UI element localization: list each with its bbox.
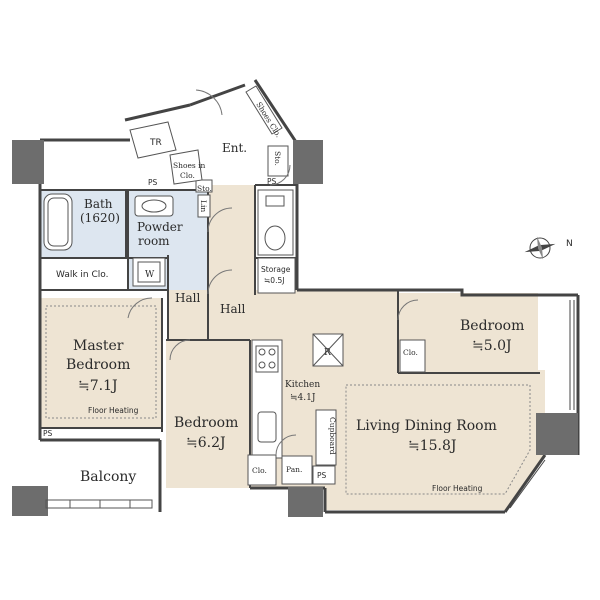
living-dining-label: Living Dining Room bbox=[356, 418, 497, 434]
walk-in-closet-label: Walk in Clo. bbox=[56, 270, 108, 280]
master-bedroom-label-2: Bedroom bbox=[66, 357, 130, 373]
bedroom-center-label: Bedroom bbox=[174, 415, 238, 431]
room-labels: Bath (1620) Powder room Walk in Clo. W E… bbox=[43, 100, 524, 493]
hall-left-label: Hall bbox=[175, 291, 200, 305]
sink bbox=[257, 411, 277, 443]
closet-bedroom-right-label: Clo. bbox=[403, 348, 418, 357]
floor-heating-zones bbox=[45, 305, 531, 495]
sto-box bbox=[267, 145, 289, 177]
kitchen-label: Kitchen bbox=[285, 380, 320, 390]
closet-bedroom-right-box bbox=[399, 339, 426, 373]
storage-box bbox=[257, 257, 296, 294]
washbasin bbox=[134, 195, 174, 217]
ps-label-toilet: PS bbox=[267, 177, 277, 186]
column bbox=[12, 140, 44, 184]
ps-box bbox=[312, 465, 336, 485]
bath-size: (1620) bbox=[80, 211, 120, 225]
shoes-in-closet-label-1: Shoes in bbox=[173, 161, 206, 170]
washer-label: W bbox=[145, 270, 155, 280]
balcony-rail bbox=[45, 499, 153, 509]
master-bedroom-size: ≒7.1J bbox=[78, 378, 118, 394]
bathtub bbox=[43, 193, 73, 251]
closet-bedroom-center-box bbox=[247, 454, 277, 486]
balcony-fill bbox=[38, 440, 160, 510]
bedroom-right-label: Bedroom bbox=[460, 318, 524, 334]
column bbox=[536, 413, 578, 455]
toilet bbox=[257, 189, 294, 256]
ps-label-master: PS bbox=[43, 429, 53, 438]
kitchen-counter bbox=[251, 339, 283, 459]
bedroom-center-fill bbox=[166, 340, 250, 488]
shoes-closet-upper-box bbox=[245, 85, 283, 135]
storage-size: ≒0.5J bbox=[264, 276, 284, 285]
floor-heating-master bbox=[45, 305, 157, 419]
ps-label-kitchen: PS bbox=[317, 471, 327, 480]
column bbox=[288, 487, 323, 517]
storage-small-label-2: Sto. bbox=[197, 184, 212, 193]
hall-center-fill bbox=[208, 185, 255, 340]
storage-small-label-1: Sto. bbox=[273, 151, 282, 166]
lin-box bbox=[197, 194, 211, 218]
trunk-room-label: TR bbox=[149, 138, 162, 148]
floor-heating-ldk bbox=[345, 384, 531, 495]
refrigerator-label: R bbox=[324, 348, 331, 358]
cupboard-box bbox=[315, 409, 337, 466]
walk-in-closet-fill bbox=[40, 258, 126, 290]
entrance-fill bbox=[190, 110, 262, 185]
entrance-label: Ent. bbox=[222, 141, 247, 155]
master-bedroom-label-1: Master bbox=[73, 338, 124, 354]
column bbox=[12, 486, 48, 516]
column bbox=[293, 140, 323, 184]
kitchen-size: ≒4.1J bbox=[290, 393, 316, 403]
bedroom-right-size: ≒5.0J bbox=[472, 338, 512, 354]
master-floor-heating-label: Floor Heating bbox=[88, 406, 139, 415]
cupboard-label: Cupboard bbox=[328, 417, 337, 455]
columns bbox=[12, 140, 578, 517]
bath-label: Bath bbox=[84, 197, 113, 211]
doors bbox=[127, 89, 419, 456]
linen-label: Lin bbox=[199, 200, 208, 212]
storage-label: Storage bbox=[261, 265, 291, 274]
windows bbox=[509, 300, 575, 509]
trunk-room-box bbox=[129, 121, 177, 159]
closet-bedroom-center-label: Clo. bbox=[252, 466, 267, 475]
pantry-label: Pan. bbox=[286, 465, 302, 474]
compass-north-label: N bbox=[566, 239, 573, 249]
powder-room-label-2: room bbox=[138, 234, 170, 248]
master-bedroom-fill bbox=[40, 298, 162, 428]
sto-small-box bbox=[195, 179, 213, 193]
powder-room-label-1: Powder bbox=[137, 220, 183, 234]
ldk-floor-heating-label: Floor Heating bbox=[432, 484, 483, 493]
closet-boxes bbox=[129, 85, 426, 486]
cooktop bbox=[255, 345, 279, 373]
hall-center-label: Hall bbox=[220, 302, 245, 316]
living-dining-size: ≒15.8J bbox=[408, 438, 457, 454]
ps-label-entrance: PS bbox=[148, 178, 158, 187]
bath-fixtures bbox=[43, 189, 294, 287]
compass: N bbox=[524, 236, 573, 260]
balcony-label: Balcony bbox=[80, 469, 136, 485]
pantry-box bbox=[281, 455, 313, 485]
room-fills bbox=[38, 110, 545, 510]
bedroom-center-size: ≒6.2J bbox=[186, 435, 226, 451]
shoes-in-closet-box bbox=[169, 149, 203, 185]
shoes-in-closet-label-2: Clo. bbox=[180, 171, 195, 180]
kitchen-fixtures bbox=[251, 333, 344, 485]
